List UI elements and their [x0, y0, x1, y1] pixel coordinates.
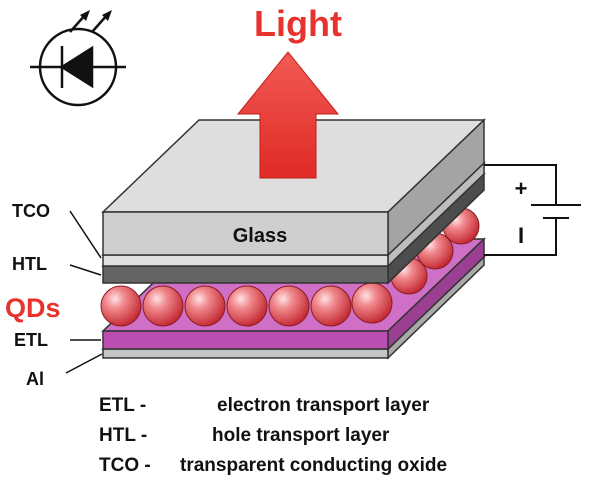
battery-icon [484, 164, 581, 256]
qd-dot [184, 285, 226, 327]
qd-dot [142, 285, 184, 327]
leader-lines [65, 210, 103, 374]
qd-layer [100, 207, 480, 327]
al-label: Al [26, 369, 44, 389]
glass-label: Glass [233, 225, 287, 247]
qd-dot [310, 285, 352, 327]
legend-tco-abbr: TCO - [99, 455, 151, 476]
qd-dot [100, 285, 142, 327]
legend-etl-abbr: ETL - [99, 395, 146, 416]
qd-dot [268, 285, 310, 327]
qd-dot [226, 285, 268, 327]
qds-label: QDs [5, 293, 61, 323]
battery-minus-label: I [518, 223, 524, 248]
htl-label: HTL [12, 254, 47, 274]
light-arrow: Light [236, 3, 342, 179]
light-label: Light [254, 3, 342, 44]
tco-label: TCO [12, 201, 50, 221]
legend: ETL - electron transport layer HTL - hol… [99, 395, 447, 476]
etl-label: ETL [14, 330, 48, 350]
legend-htl-text: hole transport layer [212, 425, 390, 446]
legend-htl-abbr: HTL - [99, 425, 147, 446]
legend-etl-text: electron transport layer [217, 395, 430, 416]
battery-plus-label: + [515, 176, 528, 201]
led-symbol-icon [30, 10, 126, 107]
legend-tco-text: transparent conducting oxide [180, 455, 447, 476]
qd-dot [351, 282, 393, 324]
